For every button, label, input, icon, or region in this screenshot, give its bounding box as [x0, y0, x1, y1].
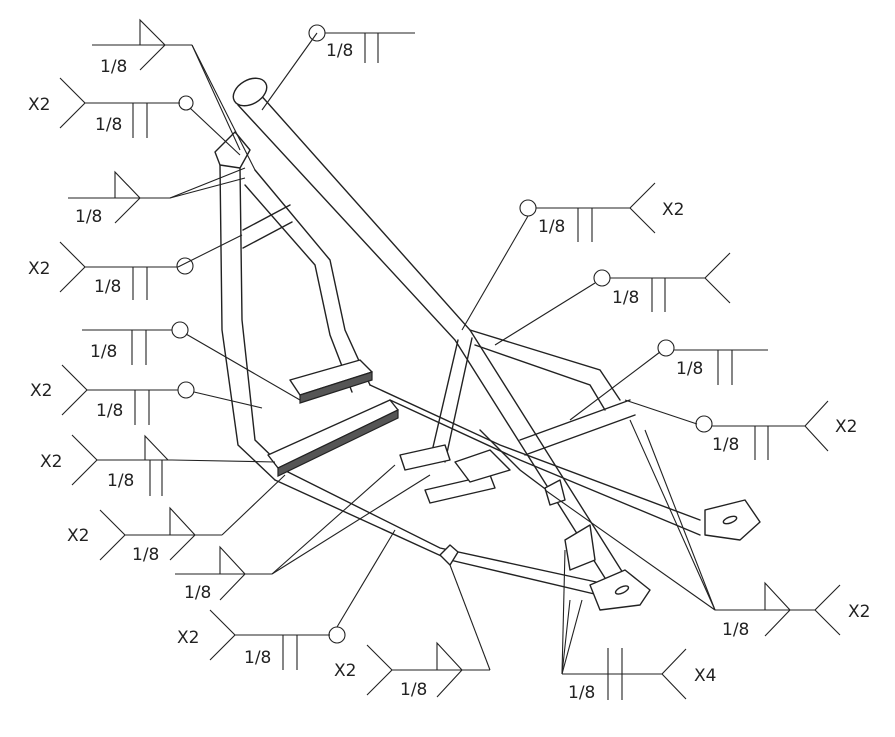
weld-callout-2: 1/8	[261, 24, 415, 111]
weld-qty: X2	[40, 452, 62, 472]
weld-qty: X2	[848, 602, 870, 622]
weld-callout-11: X2 1/8	[177, 529, 396, 670]
foot-plate-b	[424, 474, 496, 504]
weld-callout-4: 1/8	[68, 167, 246, 227]
weld-callout-9: X2 1/8	[67, 474, 286, 565]
cross-tube-right	[519, 399, 631, 441]
seat-cross-bar	[267, 399, 399, 469]
weld-size: 1/8	[132, 545, 159, 565]
front-strut-a	[429, 339, 459, 461]
weld-size: 1/8	[244, 648, 271, 668]
tube-end-cap	[232, 77, 268, 107]
weld-size: 1/8	[95, 115, 122, 135]
weld-size: 1/8	[722, 620, 749, 640]
weld-size: 1/8	[94, 277, 121, 297]
weld-callout-3: X2 1/8	[28, 77, 241, 156]
front-strut-b	[469, 329, 621, 401]
weld-callout-18: X4 1/8	[561, 549, 716, 703]
left-upright-tube	[219, 164, 276, 481]
weld-qty: X2	[334, 661, 356, 681]
weld-qty: X4	[694, 666, 716, 686]
weld-size: 1/8	[612, 288, 639, 308]
weld-size: 1/8	[400, 680, 427, 700]
weld-qty: X2	[28, 95, 50, 115]
weld-size: 1/8	[676, 359, 703, 379]
weld-callout-6: 1/8	[82, 321, 301, 401]
weld-callout-14: 1/8	[494, 252, 731, 346]
weld-qty: X2	[662, 200, 684, 220]
weld-qty: X2	[67, 526, 89, 546]
seat-back-tube	[254, 169, 371, 386]
weld-qty: X2	[28, 259, 50, 279]
weld-callout-7: X2 1/8	[30, 364, 263, 425]
weld-size: 1/8	[96, 401, 123, 421]
weld-size: 1/8	[568, 683, 595, 703]
weld-qty: X2	[30, 381, 52, 401]
weld-size: 1/8	[538, 217, 565, 237]
weld-qty: X2	[835, 417, 857, 437]
frame-assembly	[214, 77, 761, 611]
weld-size: 1/8	[326, 41, 353, 61]
weld-callout-16: X2 1/8	[624, 399, 857, 460]
weld-size: 1/8	[90, 342, 117, 362]
weld-callout-8: X2 1/8	[40, 434, 276, 496]
weld-callout-15: 1/8	[569, 339, 768, 421]
weld-size: 1/8	[107, 471, 134, 491]
main-diagonal-tube	[257, 91, 641, 601]
floor-rail-right	[369, 384, 701, 521]
weld-callout-10: 1/8	[175, 464, 431, 603]
foot-plate-a	[399, 444, 451, 471]
weld-callout-1: 1/8	[92, 18, 256, 171]
weld-callout-12: X2 1/8	[334, 564, 491, 700]
weld-qty: X2	[177, 628, 199, 648]
weld-callout-13: X2 1/8	[461, 182, 684, 331]
weld-size: 1/8	[75, 207, 102, 227]
weld-size: 1/8	[184, 583, 211, 603]
weld-size: 1/8	[712, 435, 739, 455]
weld-size: 1/8	[100, 57, 127, 77]
weld-callout-17: X2 1/8	[544, 419, 870, 640]
weld-callout-5: X2 1/8	[28, 234, 243, 300]
